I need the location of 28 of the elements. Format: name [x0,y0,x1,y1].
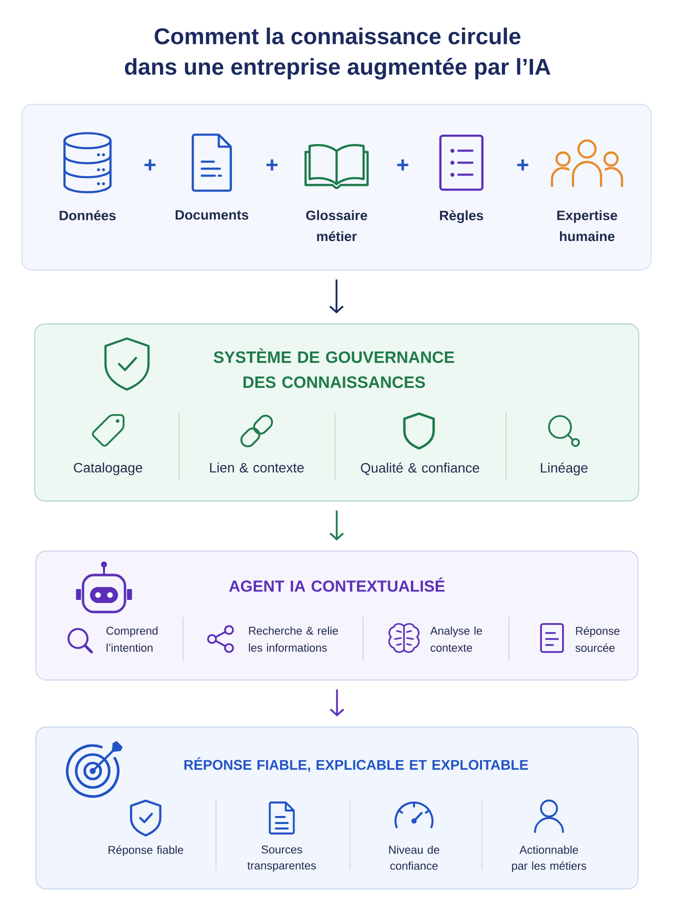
item-label: Sources transparentes [247,846,316,872]
item-label: Données [60,210,116,220]
item-label: Glossaire métier [306,210,368,242]
plus-sign: + [397,159,408,171]
item-label: Analyse le contexte [430,626,482,652]
title: Comment la connaissance circule dans une entreprise augmentée par l’IA [124,28,550,80]
item-label: Expertise humaine [557,210,618,242]
plus-sign: + [144,159,156,171]
heading: SYSTÈME DE GOUVERNANCE DES CONNAISSANCES [214,348,454,388]
item-label: Réponse fiable [108,846,184,856]
heading: RÉPONSE FIABLE, EXPLICABLE ET EXPLOITABLE [184,757,528,772]
plus-sign: + [266,159,278,171]
arrow [329,280,344,314]
item-label: Catalogage [74,462,142,476]
item-label: Linéage [540,462,588,476]
arrow [330,690,344,716]
heading: AGENT IA CONTEXTUALISÉ [229,578,445,592]
item-label: Comprend l’intention [106,626,158,652]
item-label: Actionnable par les métiers [512,846,586,872]
plus-sign: + [517,159,528,171]
arrow [330,510,344,540]
item-label: Règles [440,210,484,224]
item-label: Réponse sourcée [576,626,620,652]
item-label: Documents [176,210,248,220]
item-label: Qualité & confiance [360,462,480,476]
item-label: Lien & contexte [210,462,304,472]
item-label: Recherche & relie les informations [248,626,338,652]
item-label: Niveau de confiance [389,846,440,870]
